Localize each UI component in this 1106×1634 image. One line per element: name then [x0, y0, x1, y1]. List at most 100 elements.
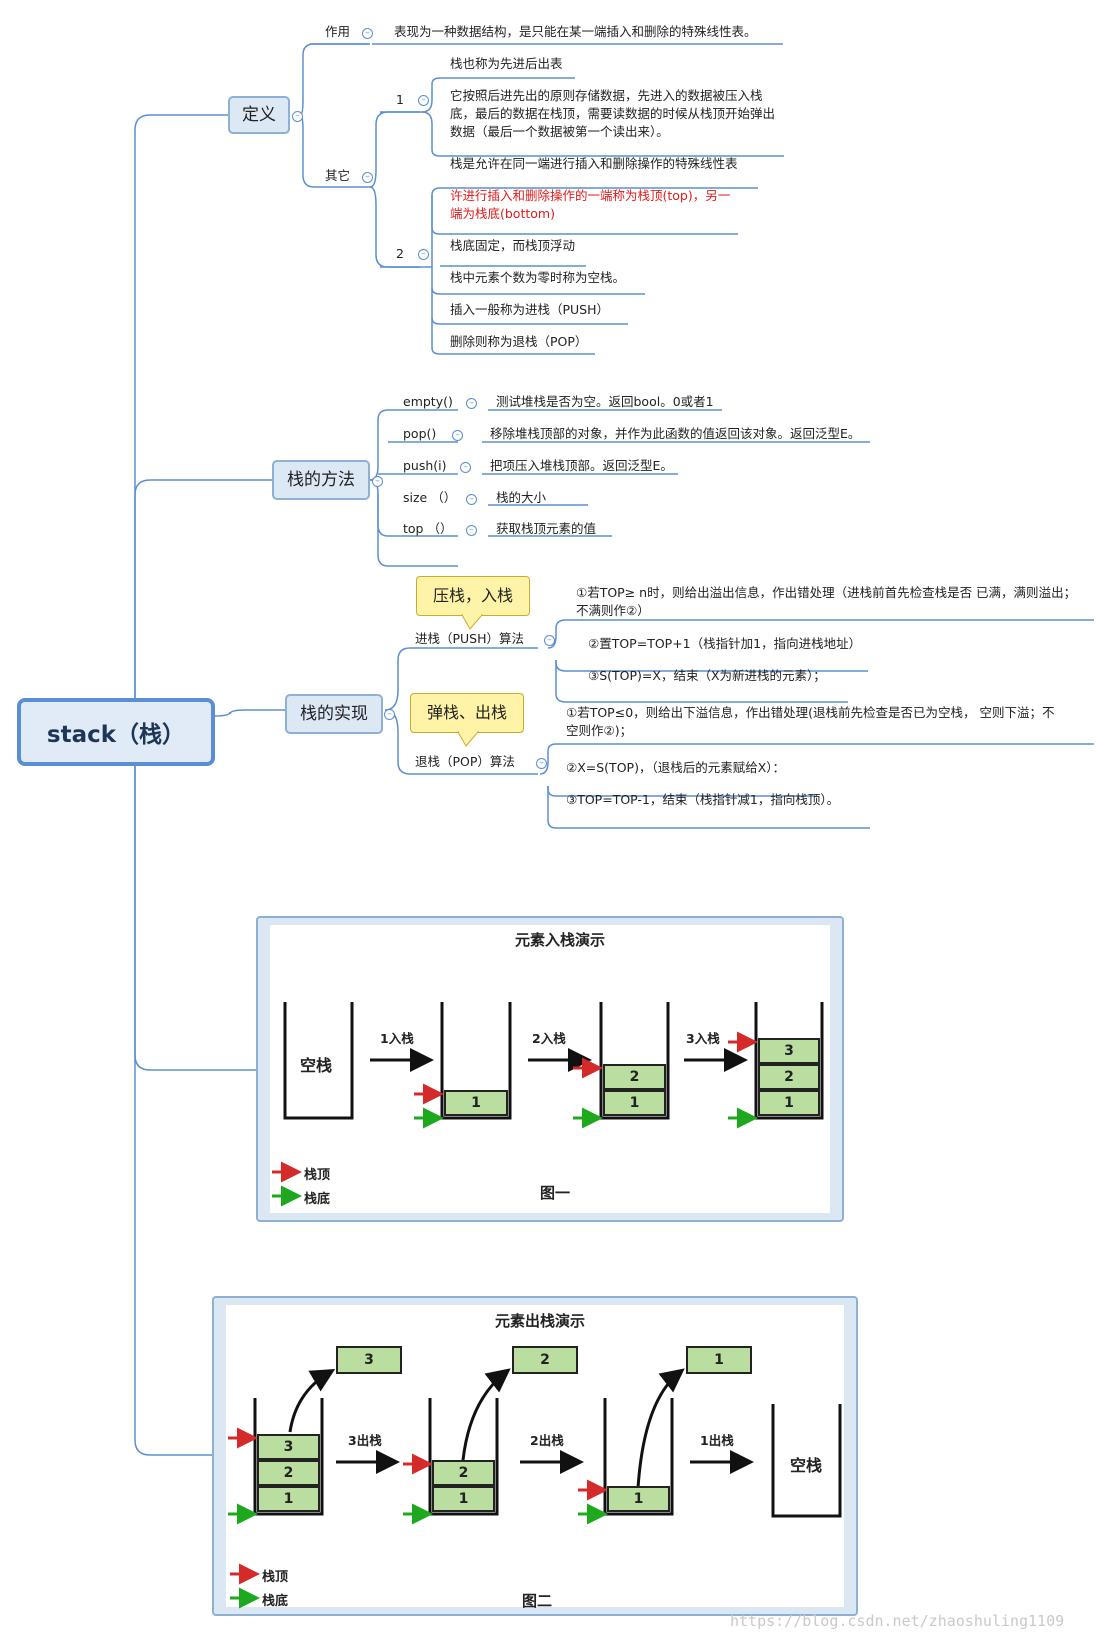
- collapse-toggle-icon[interactable]: –: [292, 111, 303, 122]
- fig1-cell-b2: 2: [603, 1064, 666, 1090]
- fig1-cell-c1: 1: [758, 1090, 820, 1116]
- group2-item-2: 许进行插入和删除操作的一端称为栈顶(top)，另一端为栈底(bottom): [450, 188, 731, 221]
- node-impl[interactable]: 栈的实现: [285, 694, 383, 734]
- method-name-pop: pop(): [403, 426, 437, 441]
- fig1-cell-c3: 3: [758, 1038, 820, 1064]
- fig2-caption: 图二: [522, 1592, 553, 1610]
- method-desc-size: 栈的大小: [496, 490, 547, 505]
- fig2-pop-curve-3: [636, 1368, 685, 1489]
- method-name-size: size （）: [403, 490, 457, 505]
- fig1-caption: 图一: [540, 1184, 571, 1202]
- group2-item-5: 插入一般称为进栈（PUSH）: [450, 302, 610, 317]
- fig2-container-1: [253, 1398, 324, 1516]
- collapse-toggle-icon[interactable]: –: [452, 430, 463, 441]
- fig2-cell-a1: 1: [257, 1486, 320, 1512]
- pop-algorithm-label: 退栈（POP）算法: [415, 754, 515, 769]
- group2-item-3: 栈底固定，而栈顶浮动: [450, 238, 576, 253]
- fig2-cell-b1: 1: [432, 1486, 495, 1512]
- node-impl-label: 栈的实现: [300, 704, 368, 724]
- fig2-pop-curve-2: [461, 1368, 511, 1461]
- pop-callout-tail: [457, 731, 480, 747]
- push-step-3: ③S(TOP)=X，结束（X为新进栈的元素）；: [588, 668, 826, 683]
- fig2-step-label-2: 2出栈: [530, 1433, 564, 1448]
- pop-step-1: ①若TOP≤0，则给出下溢信息，作出错处理(退栈前先检查是否已为空栈， 空则下溢…: [566, 705, 1055, 738]
- group1-item-2: 它按照后进先出的原则存储数据，先进入的数据被压入栈底，最后的数据在栈顶，需要读数…: [450, 88, 776, 139]
- collapse-toggle-icon[interactable]: –: [466, 494, 477, 505]
- fig1-legend-bottom: 栈底: [304, 1192, 331, 1207]
- fig1-cell-b1: 1: [603, 1090, 666, 1116]
- fig2-popped-1: 1: [686, 1346, 752, 1374]
- method-name-push: push(i): [403, 458, 447, 473]
- fig2-cell-b2: 2: [432, 1460, 495, 1486]
- push-step-2: ②置TOP=TOP+1（栈指针加1，指向进栈地址）: [588, 636, 862, 651]
- fig1-step-label-3: 3入栈: [686, 1031, 720, 1046]
- figure2-title: 元素出栈演示: [494, 1312, 585, 1330]
- collapse-toggle-icon[interactable]: –: [418, 249, 429, 260]
- fig1-legend-top: 栈顶: [304, 1168, 331, 1183]
- fig2-empty-label: 空栈: [790, 1456, 823, 1475]
- group1-item-1: 栈也称为先进后出表: [450, 56, 563, 71]
- pop-callout-text: 弹栈、出栈: [426, 703, 507, 722]
- fig1-empty-label: 空栈: [300, 1056, 333, 1075]
- fig1-step-label-2: 2入栈: [532, 1031, 566, 1046]
- collapse-toggle-icon[interactable]: –: [384, 709, 395, 720]
- fig2-pop-curve-1: [288, 1368, 336, 1433]
- group2-item-6: 删除则称为退栈（POP）: [450, 334, 588, 349]
- push-callout: 压栈，入栈: [416, 576, 530, 616]
- collapse-toggle-icon[interactable]: –: [362, 28, 373, 39]
- collapse-toggle-icon[interactable]: –: [372, 476, 383, 487]
- root-label: stack（栈）: [46, 722, 186, 748]
- fig2-step-label-3: 1出栈: [700, 1433, 734, 1448]
- push-step-1: ①若TOP≥ n时，则给出溢出信息，作出错处理（进栈前首先检查栈是否 已满，满则…: [576, 585, 1077, 618]
- method-desc-push: 把项压入堆栈顶部。返回泛型E。: [490, 458, 673, 473]
- method-desc-pop: 移除堆栈顶部的对象，并作为此函数的值返回该对象。返回泛型E。: [490, 426, 861, 441]
- node-methods-label: 栈的方法: [287, 470, 355, 490]
- fig2-cell-c1: 1: [607, 1486, 670, 1512]
- push-algorithm-label: 进栈（PUSH）算法: [415, 631, 525, 646]
- fig2-container-4: [771, 1404, 842, 1518]
- push-callout-tail: [461, 614, 484, 630]
- collapse-toggle-icon[interactable]: –: [418, 95, 429, 106]
- figure1-panel: [256, 916, 844, 1222]
- method-desc-top: 获取栈顶元素的值: [496, 521, 597, 536]
- node-definition-label: 定义: [242, 105, 276, 125]
- fig1-step-label-1: 1入栈: [380, 1031, 414, 1046]
- group2-item-1: 栈是允许在同一端进行插入和删除操作的特殊线性表: [450, 156, 738, 171]
- fig2-legend-top: 栈顶: [262, 1570, 289, 1585]
- group2-item-4: 栈中元素个数为零时称为空栈。: [450, 270, 626, 285]
- group1-key: 1: [396, 92, 404, 107]
- fig2-container-3: [603, 1398, 674, 1516]
- fig2-popped-2: 2: [512, 1346, 578, 1374]
- fig1-cell-a1: 1: [444, 1090, 508, 1116]
- fig1-cell-c2: 2: [758, 1064, 820, 1090]
- fig1-container-empty: [283, 1002, 354, 1120]
- figure1-title: 元素入栈演示: [514, 931, 605, 949]
- method-name-empty: empty(): [403, 394, 453, 409]
- collapse-toggle-icon[interactable]: –: [362, 172, 373, 183]
- collapse-toggle-icon[interactable]: –: [466, 398, 477, 409]
- group2-key: 2: [396, 246, 404, 261]
- node-methods[interactable]: 栈的方法: [272, 460, 370, 500]
- collapse-toggle-icon[interactable]: –: [460, 462, 471, 473]
- push-callout-text: 压栈，入栈: [432, 586, 513, 605]
- fig2-cell-a3: 3: [257, 1434, 320, 1460]
- root-node[interactable]: stack（栈）: [17, 698, 215, 766]
- collapse-toggle-icon[interactable]: –: [466, 525, 477, 536]
- method-name-top: top （）: [403, 521, 453, 536]
- fig2-popped-3: 3: [336, 1346, 402, 1374]
- purpose-text: 表现为一种数据结构，是只能在某一端插入和删除的特殊线性表。: [394, 24, 757, 39]
- collapse-toggle-icon[interactable]: –: [536, 758, 547, 769]
- pop-callout: 弹栈、出栈: [410, 693, 524, 733]
- fig1-container-3: [754, 1002, 824, 1120]
- fig1-container-1: [440, 1002, 512, 1120]
- pop-step-2: ②X=S(TOP)，（退栈后的元素赋给X）：: [566, 760, 786, 775]
- fig2-cell-a2: 2: [257, 1460, 320, 1486]
- collapse-toggle-icon[interactable]: –: [544, 635, 555, 646]
- node-definition[interactable]: 定义: [228, 96, 290, 134]
- fig2-legend-bottom: 栈底: [262, 1594, 289, 1609]
- fig2-step-label-1: 3出栈: [348, 1433, 382, 1448]
- watermark: https://blog.csdn.net/zhaoshuling1109: [730, 1612, 1065, 1630]
- purpose-key: 作用: [325, 24, 351, 39]
